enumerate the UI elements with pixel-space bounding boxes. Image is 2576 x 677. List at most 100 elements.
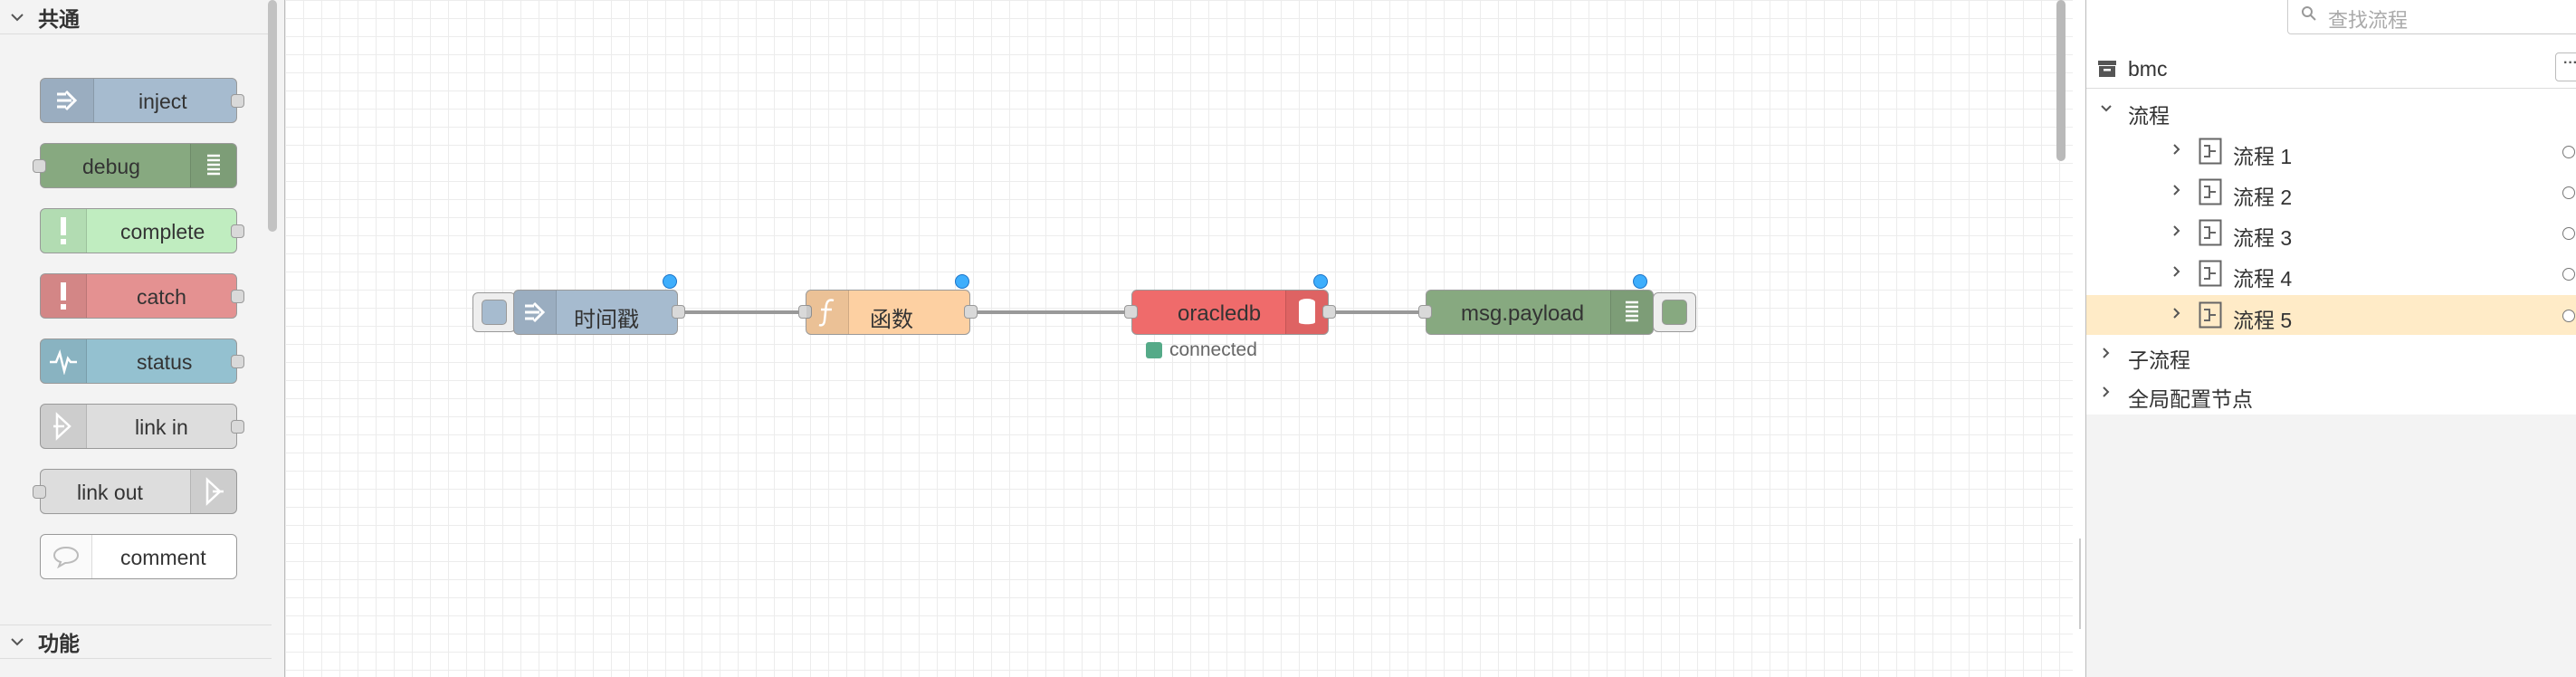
more-options-button[interactable]: ··· bbox=[2555, 52, 2576, 81]
changed-indicator bbox=[663, 274, 677, 289]
palette-node-link-out[interactable]: link out bbox=[33, 469, 237, 514]
inject-arrow-icon bbox=[514, 291, 557, 334]
flow-icon bbox=[2199, 301, 2222, 329]
input-port[interactable] bbox=[1124, 305, 1138, 319]
changed-indicator bbox=[1313, 274, 1328, 289]
palette-node-complete[interactable]: complete bbox=[40, 208, 244, 253]
flow-icon bbox=[2199, 260, 2222, 287]
flow-label: 流程 4 bbox=[2233, 267, 2293, 291]
debug-list-icon bbox=[190, 144, 236, 187]
flow-icon bbox=[2199, 178, 2222, 205]
palette-node-label: link in bbox=[135, 415, 188, 439]
config-section-row[interactable]: 全局配置节点 bbox=[2086, 374, 2576, 414]
flow-radio[interactable] bbox=[2562, 268, 2575, 281]
flow-row-1[interactable]: 流程 1 bbox=[2086, 131, 2576, 171]
palette-node-debug[interactable]: debug bbox=[33, 143, 237, 188]
flow-workspace[interactable] bbox=[285, 0, 2073, 677]
workspace-scrollbar[interactable] bbox=[2056, 0, 2066, 161]
chevron-down-icon bbox=[2101, 105, 2112, 112]
inject-trigger-button[interactable] bbox=[472, 292, 516, 332]
flow-row-3[interactable]: 流程 3 bbox=[2086, 213, 2576, 253]
category-function-header[interactable]: 功能 bbox=[0, 625, 272, 659]
search-icon bbox=[2302, 6, 2316, 21]
flow-row-5[interactable]: 流程 5 bbox=[2086, 295, 2576, 335]
input-port[interactable] bbox=[33, 159, 46, 173]
flow-row-2[interactable]: 流程 2 bbox=[2086, 172, 2576, 212]
flow-node-label: 函数 bbox=[870, 308, 913, 332]
output-port[interactable] bbox=[231, 290, 244, 303]
flow-node-timestamp[interactable]: 时间戳 bbox=[513, 274, 685, 335]
flow-icon bbox=[2199, 138, 2222, 165]
workspace-splitter[interactable] bbox=[2079, 539, 2081, 629]
node-palette: 共通 inject debug complete catch bbox=[0, 0, 285, 677]
category-common-header[interactable]: 共通 bbox=[0, 0, 272, 34]
flow-label: 流程 3 bbox=[2233, 226, 2293, 250]
chevron-right-icon bbox=[2173, 144, 2180, 155]
exclamation-icon bbox=[41, 274, 87, 318]
chevron-down-icon bbox=[11, 638, 24, 646]
category-common-title: 共通 bbox=[38, 6, 80, 31]
palette-node-label: status bbox=[137, 350, 193, 374]
chevron-down-icon bbox=[11, 13, 24, 21]
palette-node-label: comment bbox=[120, 546, 206, 569]
input-port[interactable] bbox=[33, 485, 46, 499]
chevron-right-icon bbox=[2173, 266, 2180, 277]
input-port[interactable] bbox=[1418, 305, 1432, 319]
output-port[interactable] bbox=[1322, 305, 1336, 319]
palette-node-label: debug bbox=[82, 155, 140, 178]
palette-node-comment[interactable]: comment bbox=[40, 534, 237, 579]
flow-node-label: oracledb bbox=[1178, 301, 1262, 326]
chevron-right-icon bbox=[2173, 308, 2180, 319]
flow-radio[interactable] bbox=[2562, 310, 2575, 322]
output-port[interactable] bbox=[231, 420, 244, 434]
palette-node-link-in[interactable]: link in bbox=[40, 404, 244, 449]
subflows-section-row[interactable]: 子流程 bbox=[2086, 335, 2576, 375]
palette-node-status[interactable]: status bbox=[40, 338, 244, 384]
inject-arrow-icon bbox=[41, 79, 94, 122]
flow-node-oracledb[interactable]: oracledb bbox=[1124, 274, 1336, 335]
input-port[interactable] bbox=[798, 305, 812, 319]
flow-label: 流程 1 bbox=[2233, 145, 2293, 168]
flow-node-debug[interactable]: msg.payload bbox=[1418, 274, 1654, 335]
connection-status-dot bbox=[1146, 342, 1162, 358]
output-port[interactable] bbox=[231, 224, 244, 238]
changed-indicator bbox=[1633, 274, 1647, 289]
flow-radio[interactable] bbox=[2562, 227, 2575, 240]
flow-radio[interactable] bbox=[2562, 186, 2575, 199]
flow-node-label: msg.payload bbox=[1461, 301, 1585, 326]
output-port[interactable] bbox=[231, 355, 244, 368]
project-row[interactable]: bmc bbox=[2086, 49, 2576, 89]
palette-node-catch[interactable]: catch bbox=[40, 273, 244, 319]
link-out-icon bbox=[190, 470, 236, 513]
flow-icon bbox=[2199, 219, 2222, 246]
output-port[interactable] bbox=[672, 305, 685, 319]
category-function-title: 功能 bbox=[38, 632, 80, 655]
debug-toggle-button[interactable] bbox=[1653, 292, 1696, 332]
chevron-right-icon bbox=[2103, 348, 2110, 358]
flow-radio[interactable] bbox=[2562, 146, 2575, 158]
palette-node-inject[interactable]: inject bbox=[40, 78, 244, 123]
link-in-icon bbox=[41, 405, 87, 448]
output-port[interactable] bbox=[231, 94, 244, 108]
archive-icon bbox=[2098, 61, 2116, 77]
flows-section-label: 流程 bbox=[2128, 104, 2170, 128]
palette-node-label: inject bbox=[138, 90, 187, 113]
chevron-right-icon bbox=[2173, 185, 2180, 195]
chevron-right-icon bbox=[2103, 386, 2110, 397]
pulse-icon bbox=[41, 339, 87, 383]
flow-node-function[interactable]: 函数 bbox=[798, 274, 978, 335]
output-port[interactable] bbox=[964, 305, 978, 319]
flow-search-input[interactable]: 查找流程 bbox=[2287, 0, 2576, 34]
comment-icon bbox=[41, 535, 92, 578]
flow-label: 流程 5 bbox=[2233, 309, 2293, 332]
search-placeholder: 查找流程 bbox=[2328, 9, 2409, 32]
config-section-label: 全局配置节点 bbox=[2128, 387, 2253, 411]
database-icon bbox=[1285, 291, 1328, 334]
flows-section-row[interactable]: 流程 bbox=[2086, 91, 2576, 130]
palette-scrollbar[interactable] bbox=[268, 0, 277, 232]
debug-list-icon bbox=[1610, 291, 1653, 334]
outline-panel bbox=[2086, 0, 2576, 415]
flow-row-4[interactable]: 流程 4 bbox=[2086, 253, 2576, 293]
connection-status-text: connected bbox=[1169, 339, 1257, 360]
subflows-section-label: 子流程 bbox=[2128, 348, 2190, 372]
